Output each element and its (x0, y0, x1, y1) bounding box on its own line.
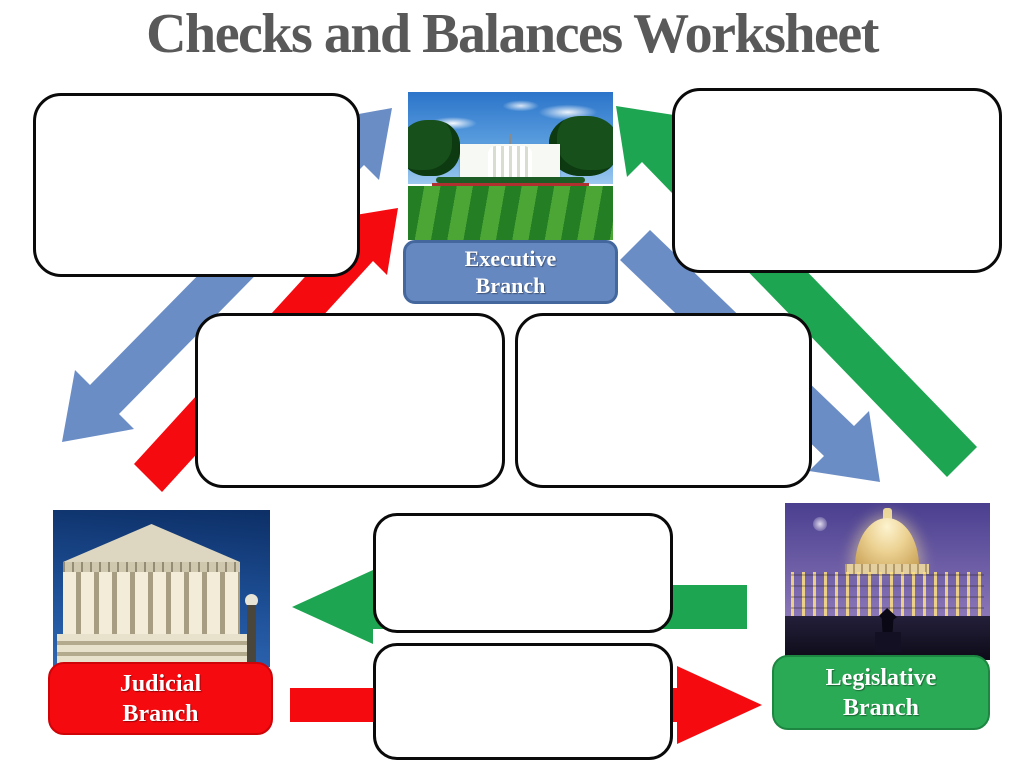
steps (57, 634, 250, 667)
tree-left (408, 120, 460, 176)
executive-branch-label-text: Executive Branch (464, 245, 557, 299)
columns (63, 572, 240, 634)
white-house-photo (408, 92, 613, 240)
flower-bed (432, 183, 589, 186)
answer-box-top-left[interactable] (33, 93, 360, 277)
executive-branch-label: Executive Branch (403, 240, 618, 304)
answer-box-middle-right[interactable] (515, 313, 812, 488)
supreme-court-building (57, 524, 250, 667)
judicial-branch-label: Judicial Branch (48, 662, 273, 735)
statue-silhouette (879, 608, 897, 634)
answer-box-top-right[interactable] (672, 88, 1002, 273)
lamp-post (247, 605, 256, 663)
flagpole (509, 134, 511, 144)
answer-box-middle-left[interactable] (195, 313, 505, 488)
page-title: Checks and Balances Worksheet (146, 3, 879, 65)
supreme-court-photo (53, 510, 270, 667)
legislative-branch-label: Legislative Branch (772, 655, 990, 730)
lamp-post-globe (245, 594, 258, 607)
hedge (436, 177, 585, 183)
frieze (63, 562, 240, 572)
white-house-building (460, 144, 560, 178)
legislative-branch-label-text: Legislative Branch (825, 664, 937, 721)
answer-box-bottom-upper[interactable] (373, 513, 673, 633)
moon (813, 517, 827, 531)
judicial-branch-label-text: Judicial Branch (119, 670, 202, 727)
capitol-photo (785, 503, 990, 660)
statue-pedestal (875, 632, 901, 652)
pediment (63, 524, 240, 562)
lawn (408, 186, 613, 240)
dome-cupola (883, 508, 892, 520)
portico (488, 146, 532, 178)
answer-box-bottom-lower[interactable] (373, 643, 673, 760)
dome-base (845, 564, 929, 574)
